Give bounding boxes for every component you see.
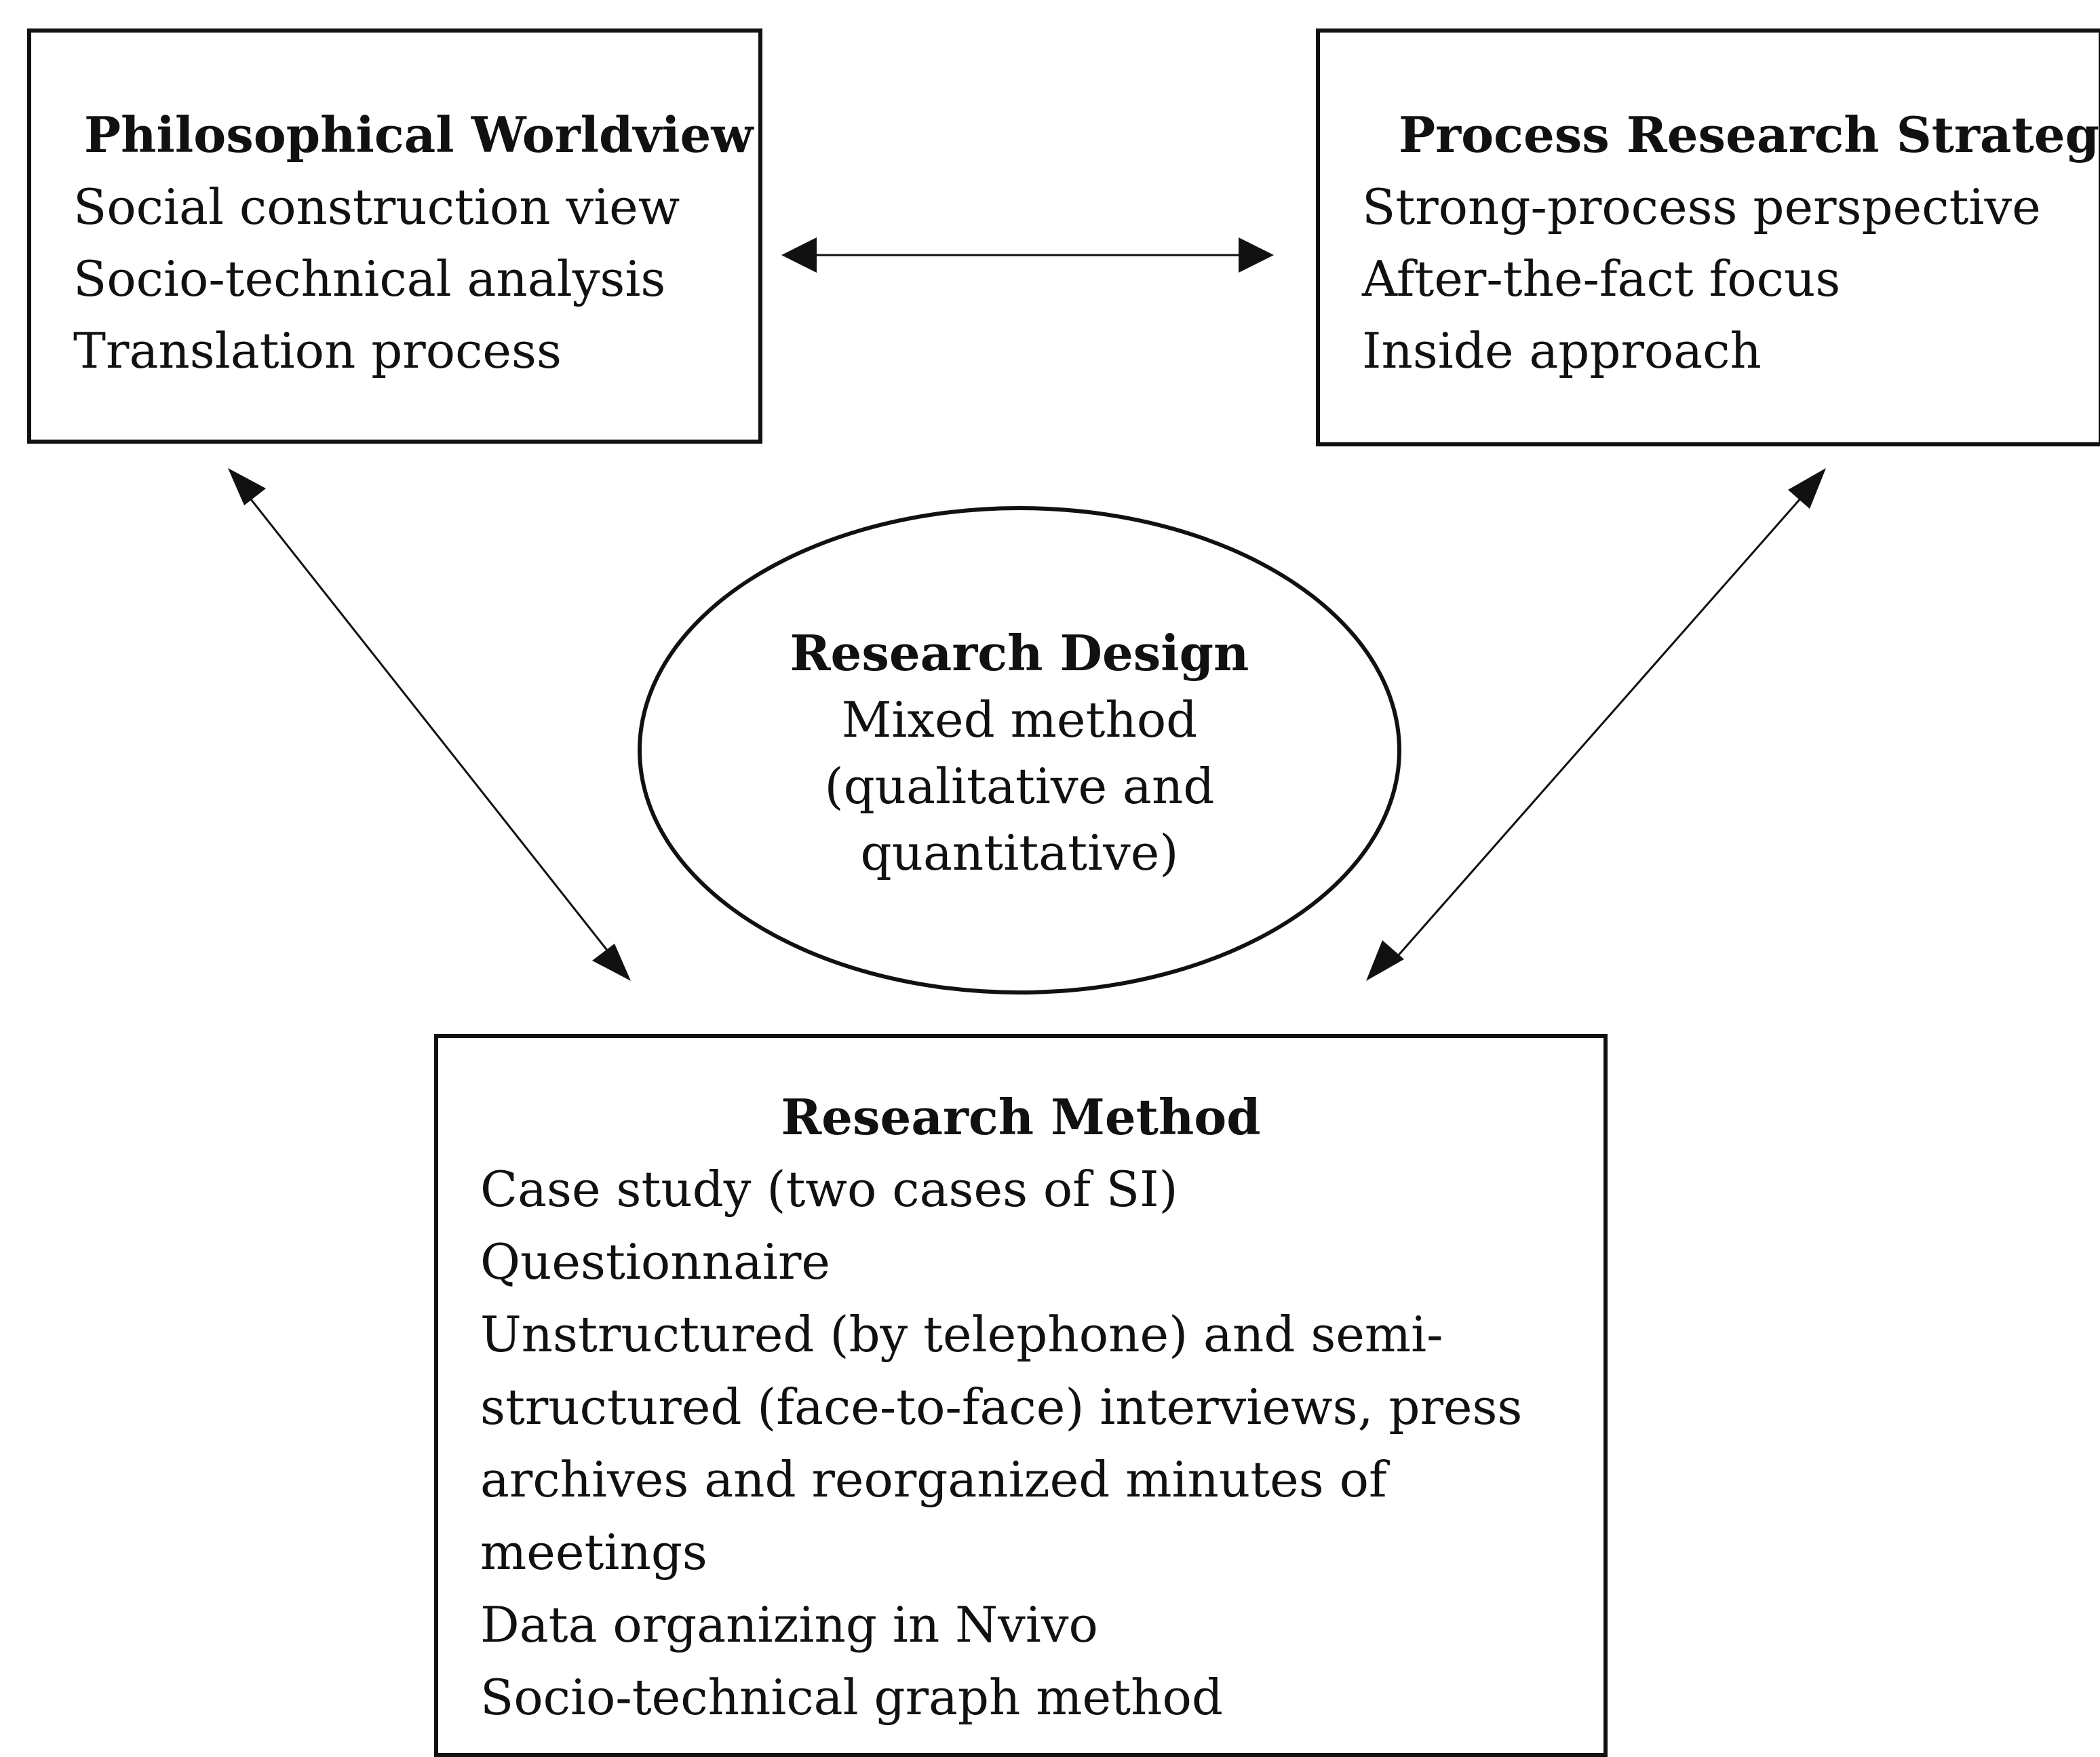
research-method-list: Case study (two cases of SI) Questionnai…	[480, 1153, 1603, 1734]
method-item: Unstructured (by telephone) and semi-	[480, 1306, 1443, 1363]
method-item: Data organizing in Nvivo	[480, 1596, 1098, 1653]
research-design-ellipse: Research Design Mixed method (qualitativ…	[638, 506, 1401, 995]
arrow-strategy-method-head-top	[1788, 468, 1826, 509]
philosophical-worldview-box: Philosophical Worldview Social construct…	[27, 28, 762, 444]
arrow-worldview-method-head-top	[228, 468, 266, 505]
arrow-worldview-method-head-bottom	[592, 944, 631, 981]
process-research-strategy-box: Process Research Strategy Strong-process…	[1316, 28, 2100, 446]
method-item: Case study (two cases of SI)	[480, 1161, 1178, 1218]
research-design-title: Research Design	[790, 624, 1249, 682]
research-method-box: Research Method Case study (two cases of…	[434, 1034, 1608, 1757]
worldview-item: Translation process	[73, 322, 562, 379]
method-item: archives and reorganized minutes of	[480, 1451, 1387, 1508]
arrow-worldview-strategy-head-right	[1239, 237, 1274, 273]
arrow-strategy-method-shaft	[1396, 490, 1808, 957]
research-method-title: Research Method	[781, 1088, 1261, 1146]
method-item: Socio-technical graph method	[480, 1669, 1223, 1726]
method-item: Questionnaire	[480, 1233, 830, 1290]
strategy-item: After-the-fact focus	[1362, 250, 1841, 307]
method-item: structured (face-to-face) interviews, pr…	[480, 1378, 1523, 1435]
worldview-item: Social construction view	[73, 178, 680, 235]
research-design-line: quantitative)	[860, 824, 1179, 881]
strategy-item: Inside approach	[1362, 322, 1762, 379]
philosophical-worldview-title: Philosophical Worldview	[84, 106, 754, 163]
process-research-strategy-title: Process Research Strategy	[1399, 106, 2100, 163]
arrow-strategy-method-head-bottom	[1366, 940, 1404, 981]
arrow-worldview-strategy-head-left	[781, 237, 817, 273]
method-item: meetings	[480, 1524, 707, 1581]
arrow-worldview-method-shaft	[244, 492, 615, 959]
research-design-line: (qualitative and	[824, 758, 1215, 815]
research-design-line: Mixed method	[841, 691, 1198, 748]
strategy-item: Strong-process perspective	[1362, 178, 2041, 235]
worldview-item: Socio-technical analysis	[73, 250, 666, 307]
